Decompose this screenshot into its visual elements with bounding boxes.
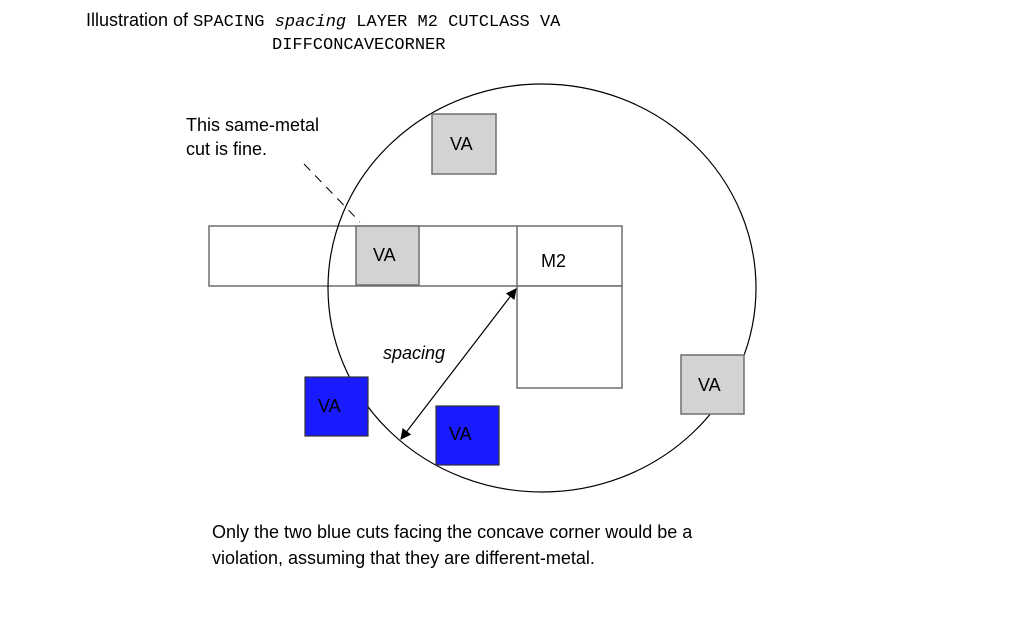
diagram-caption: Only the two blue cuts facing the concav…	[212, 522, 693, 568]
title-param-spacing: spacing	[274, 13, 347, 32]
m2-vertical-bar	[516, 285, 623, 389]
annotation-leader-line	[303, 163, 361, 223]
diagram-title: Illustration of SPACING spacing LAYER M2…	[86, 8, 560, 35]
same-metal-annotation: This same-metal cut is fine.	[186, 115, 320, 159]
cut-label: VA	[450, 134, 473, 154]
cut-violation-right: VA	[435, 405, 500, 466]
cut-label: VA	[698, 375, 721, 395]
title-prefix: Illustration of	[86, 10, 194, 30]
cut-same-metal: VA	[355, 225, 420, 286]
spacing-arrow	[400, 288, 517, 440]
spacing-label: spacing	[383, 343, 445, 363]
title-keyword-spacing: SPACING	[193, 13, 275, 32]
cut-gray-right: VA	[680, 354, 745, 415]
cut-label: VA	[373, 245, 396, 265]
title-line-2: DIFFCONCAVECORNER	[272, 36, 446, 55]
cut-violation-left: VA	[304, 376, 369, 437]
spacing-radius-circle	[327, 83, 757, 493]
cut-gray-top: VA	[431, 113, 497, 175]
cut-label: VA	[449, 424, 472, 444]
m2-label: M2	[541, 251, 566, 271]
title-keyword-rest: LAYER M2 CUTCLASS VA	[346, 13, 561, 32]
cut-label: VA	[318, 396, 341, 416]
